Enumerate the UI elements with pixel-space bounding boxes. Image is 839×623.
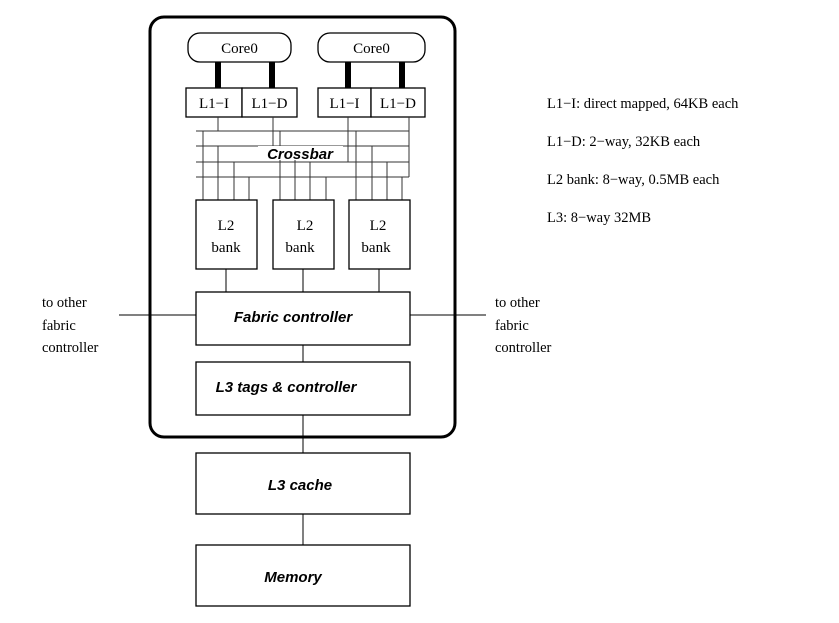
l1d-label-2: L1−D	[380, 96, 416, 112]
l1i-box-1	[185, 87, 243, 118]
l2-bank-label-1-line1: L2	[218, 218, 235, 234]
l1d-box-2	[370, 87, 426, 118]
left-external-label: to other fabric controller	[42, 295, 99, 356]
core-label-2: Core0	[353, 41, 390, 57]
l1i-label-1: L1−I	[199, 96, 229, 112]
l3-cache-box	[195, 452, 411, 515]
right-external-line-2: fabric	[495, 318, 529, 334]
core-box-2	[317, 32, 426, 63]
left-external-line-1: to other	[42, 295, 87, 311]
core-group-2: Core0 L1−I L1−D	[317, 32, 426, 118]
crossbar-label: Crossbar	[267, 146, 334, 163]
right-external-line-1: to other	[495, 295, 540, 311]
fabric-controller-box	[195, 291, 411, 346]
l2-bank-box-1	[195, 199, 258, 270]
l2-bank-box-3	[348, 199, 411, 270]
legend-item-l3: L3: 8−way 32MB	[547, 210, 651, 226]
l2-bank-label-3-line1: L2	[370, 218, 387, 234]
l1d-box-1	[241, 87, 298, 118]
core-box-1	[187, 32, 292, 63]
legend-item-l1d: L1−D: 2−way, 32KB each	[547, 134, 701, 150]
l3-tags-controller-label: L3 tags & controller	[216, 379, 358, 396]
l2-banks: L2 bank L2 bank L2 bank	[195, 199, 411, 292]
crossbar: Crossbar	[196, 117, 410, 200]
l2-bank-label-3-line2: bank	[361, 240, 391, 256]
right-external-line-3: controller	[495, 340, 552, 356]
core-group-1: Core0 L1−I L1−D	[185, 32, 298, 118]
l2-bank-box-2	[272, 199, 335, 270]
core2-l1d-bus	[399, 62, 405, 88]
legend: L1−I: direct mapped, 64KB each L1−D: 2−w…	[547, 96, 739, 226]
l1i-label-2: L1−I	[329, 96, 359, 112]
crossbar-label-bg	[258, 146, 343, 160]
l3-tags-controller-box	[195, 361, 411, 416]
core1-l1i-bus	[215, 62, 221, 88]
core1-l1d-bus	[269, 62, 275, 88]
core-label-1: Core0	[221, 41, 258, 57]
legend-item-l1i: L1−I: direct mapped, 64KB each	[547, 96, 739, 112]
l2-bank-label-2-line1: L2	[297, 218, 314, 234]
memory-box	[195, 544, 411, 607]
l3-cache-label: L3 cache	[268, 477, 332, 494]
fabric-controller-label: Fabric controller	[234, 309, 354, 326]
right-external-label: to other fabric controller	[495, 295, 552, 356]
memory-label: Memory	[264, 569, 322, 586]
l1d-label-1: L1−D	[252, 96, 288, 112]
l2-bank-label-2-line2: bank	[285, 240, 315, 256]
left-external-line-3: controller	[42, 340, 99, 356]
l1i-box-2	[317, 87, 372, 118]
l2-bank-label-1-line2: bank	[211, 240, 241, 256]
left-external-line-2: fabric	[42, 318, 76, 334]
core2-l1i-bus	[345, 62, 351, 88]
legend-item-l2: L2 bank: 8−way, 0.5MB each	[547, 172, 720, 188]
